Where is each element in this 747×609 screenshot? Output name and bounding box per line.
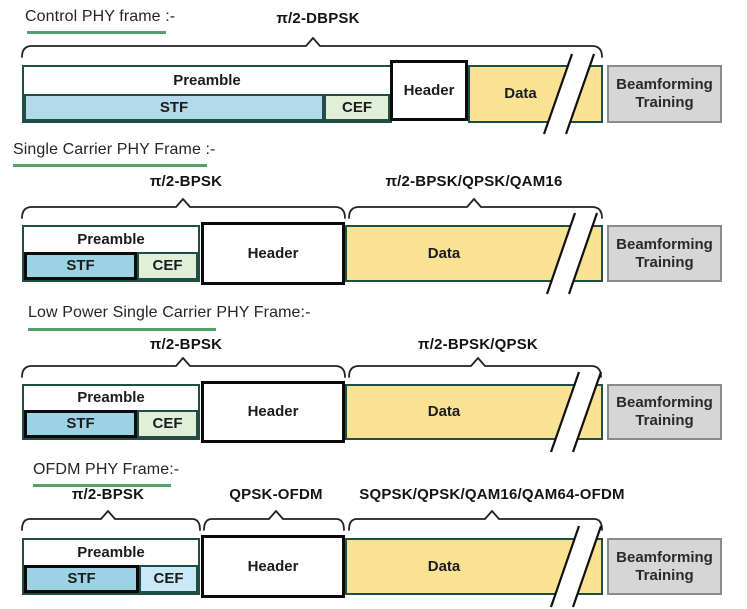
brace-icon	[21, 357, 346, 378]
section-title-ofdm-phy: OFDM PHY Frame:-	[33, 461, 180, 478]
preamble-label: Preamble	[77, 389, 145, 406]
header-box: Header	[390, 60, 468, 121]
break-marks	[542, 53, 603, 608]
modulation-label: QPSK-OFDM	[229, 486, 323, 503]
brace-icon	[348, 198, 603, 219]
title-underline	[33, 484, 171, 487]
title-underline	[13, 164, 207, 167]
stf-box: STF	[24, 565, 139, 593]
beamforming-training-box: Beamforming Training	[607, 225, 722, 282]
cef-box: CEF	[324, 94, 390, 121]
stf-box: STF	[24, 410, 137, 438]
title-underline	[28, 328, 216, 331]
brace-icon	[21, 198, 346, 219]
brace-icon	[348, 510, 603, 531]
brace-icon	[203, 510, 345, 531]
title-underline	[27, 31, 166, 34]
beamforming-training-box: Beamforming Training	[607, 384, 722, 440]
preamble-box: Preamble STF CEF	[22, 225, 200, 282]
brace-icon	[348, 357, 602, 378]
stf-box: STF	[24, 94, 324, 121]
preamble-box: Preamble STF CEF	[22, 65, 392, 123]
header-box: Header	[201, 222, 345, 285]
brace-icon	[21, 37, 603, 58]
preamble-box: Preamble STF CEF	[22, 384, 200, 440]
preamble-box: Preamble STF CEF	[22, 538, 200, 595]
stf-box: STF	[24, 252, 137, 280]
beamforming-training-box: Beamforming Training	[607, 538, 722, 595]
cef-box: CEF	[137, 252, 198, 280]
modulation-label: π/2-BPSK	[149, 336, 223, 353]
data-box: Data	[345, 384, 603, 440]
preamble-label: Preamble	[77, 230, 145, 248]
cef-box: CEF	[139, 565, 198, 593]
cef-box: CEF	[137, 410, 198, 438]
header-box: Header	[201, 381, 345, 443]
data-box: Data	[468, 65, 603, 123]
modulation-label: π/2-DBPSK	[276, 10, 360, 27]
section-title-control-phy: Control PHY frame :-	[25, 8, 176, 25]
section-title-single-carrier-phy: Single Carrier PHY Frame :-	[13, 141, 216, 158]
preamble-label: Preamble	[77, 543, 145, 561]
brace-icon	[21, 510, 201, 531]
beamforming-training-box: Beamforming Training	[607, 65, 722, 123]
data-label: Data	[427, 244, 461, 262]
modulation-label: π/2-BPSK	[71, 486, 145, 503]
header-box: Header	[201, 535, 345, 598]
modulation-label: SQPSK/QPSK/QAM16/QAM64-OFDM	[359, 486, 625, 503]
modulation-label: π/2-BPSK/QPSK	[418, 336, 538, 353]
data-box: Data	[345, 225, 603, 282]
modulation-label: π/2-BPSK	[149, 173, 223, 190]
data-box: Data	[345, 538, 603, 595]
data-label: Data	[504, 85, 537, 102]
preamble-label: Preamble	[173, 71, 241, 89]
data-label: Data	[427, 557, 461, 575]
modulation-label: π/2-BPSK/QPSK/QAM16	[385, 173, 563, 190]
data-label: Data	[427, 403, 461, 420]
section-title-low-power-sc-phy: Low Power Single Carrier PHY Frame:-	[28, 304, 311, 321]
